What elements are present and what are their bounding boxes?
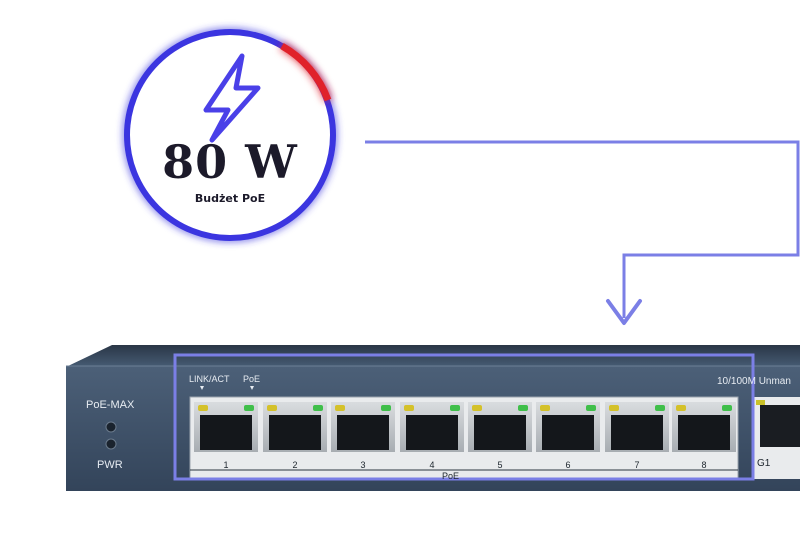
ports-highlight-frame <box>173 353 755 481</box>
connector-arrow <box>365 140 800 325</box>
port-number: 3 <box>360 460 366 470</box>
badge-ring-accent <box>280 42 332 102</box>
network-switch <box>66 345 800 491</box>
port-number: 5 <box>497 460 503 470</box>
port-6 <box>536 402 600 452</box>
link-act-label: LINK/ACT <box>189 374 230 384</box>
badge-ring <box>124 29 336 241</box>
port-number: 1 <box>223 460 229 470</box>
uplink-label: G1 <box>757 458 771 469</box>
poe-budget-badge <box>124 29 336 241</box>
connector-line <box>365 140 800 318</box>
poe-max-label: PoE-MAX <box>86 399 135 411</box>
port-4 <box>400 402 464 452</box>
pwr-led <box>105 438 117 450</box>
poe-max-led <box>105 421 117 433</box>
poe-led-label: PoE <box>243 374 261 384</box>
port-1 <box>194 402 258 452</box>
port-8 <box>672 402 736 452</box>
port-3 <box>331 402 395 452</box>
arrow-head-icon <box>606 299 642 325</box>
port-number: 2 <box>292 460 298 470</box>
poe-budget-caption: Budżet PoE <box>194 192 266 205</box>
poe-budget-value: 80 W <box>162 135 298 189</box>
port-7 <box>605 402 669 452</box>
poe-group-label: PoE <box>442 471 460 481</box>
port-number: 7 <box>634 460 640 470</box>
port-number: 4 <box>429 460 435 470</box>
port-number: 8 <box>701 460 707 470</box>
lightning-bolt-icon <box>203 53 261 143</box>
pwr-label: PWR <box>97 459 123 471</box>
model-text: 10/100M Unman <box>717 376 791 387</box>
rj45-ports <box>194 402 736 452</box>
port-number: 6 <box>565 460 571 470</box>
port-5 <box>468 402 532 452</box>
port-2 <box>263 402 327 452</box>
